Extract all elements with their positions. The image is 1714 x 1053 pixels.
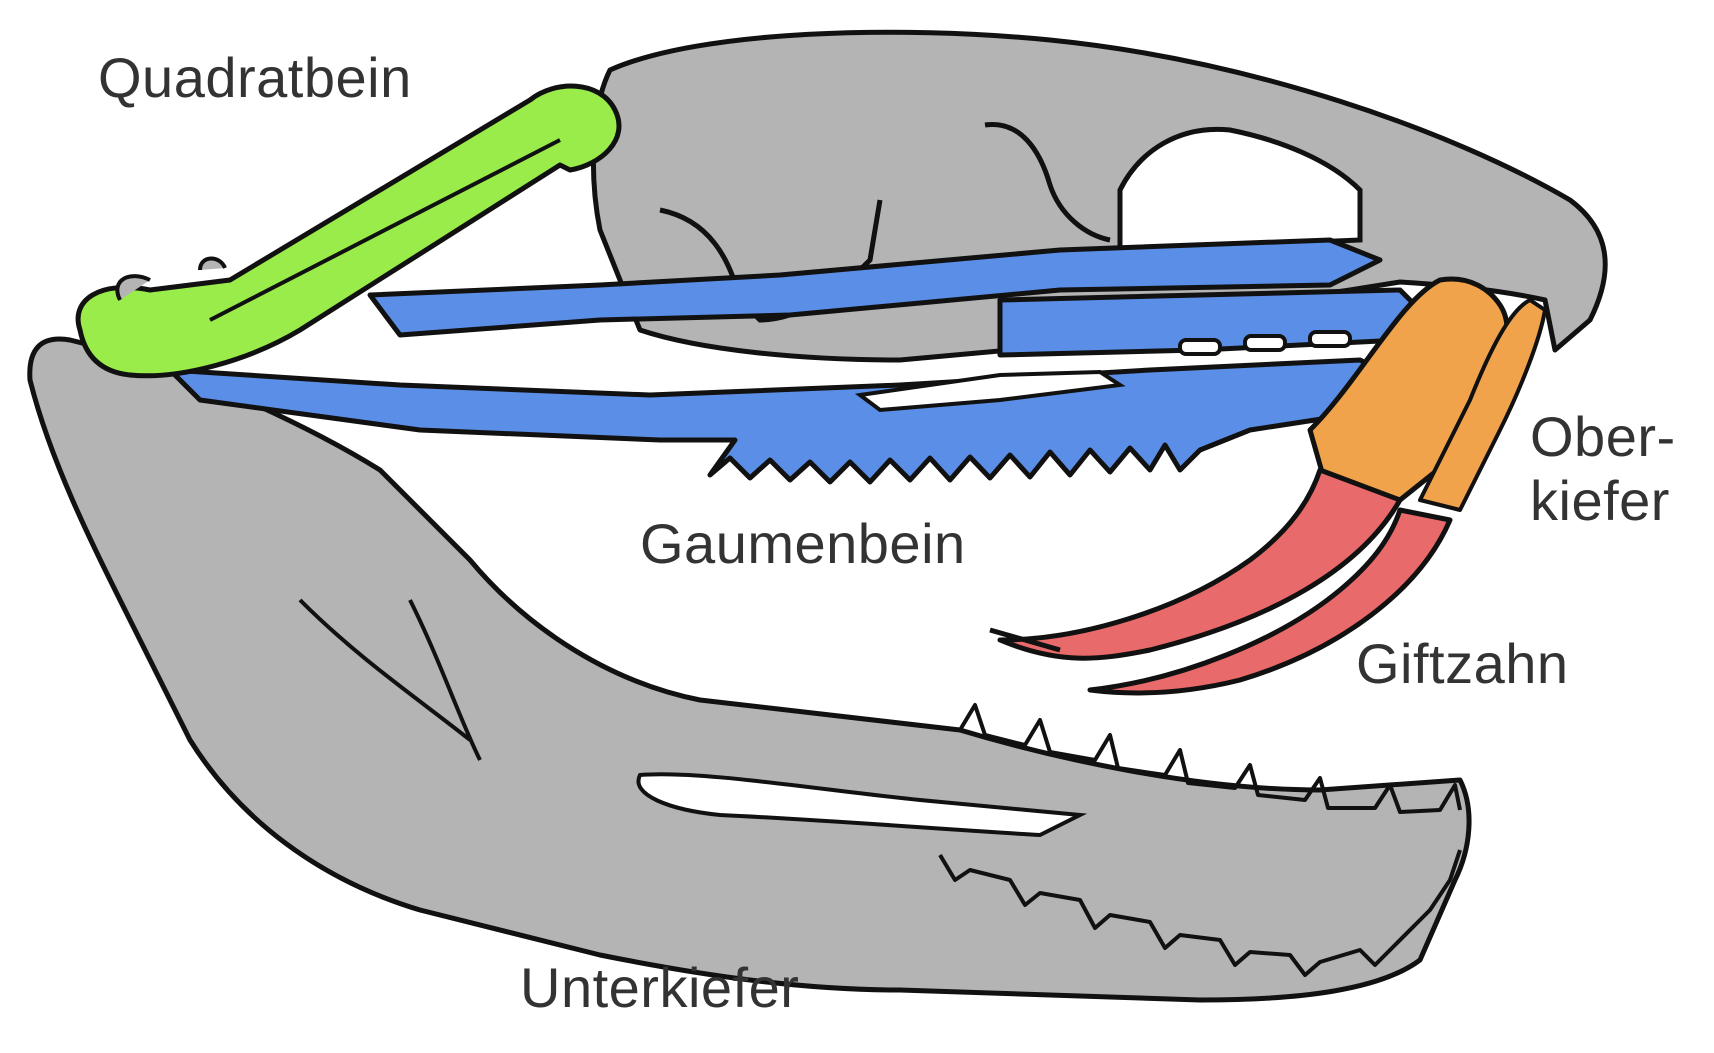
label-gaumenbein: Gaumenbein xyxy=(640,512,966,576)
label-unterkiefer: Unterkiefer xyxy=(520,956,799,1020)
quadratbein-bone xyxy=(78,86,619,376)
label-oberkiefer-line2: kiefer xyxy=(1530,469,1676,533)
label-giftzahn: Giftzahn xyxy=(1356,632,1569,696)
gaumenbein-slot-3 xyxy=(1310,332,1350,346)
label-oberkiefer: Ober- kiefer xyxy=(1530,405,1676,534)
label-quadratbein: Quadratbein xyxy=(98,46,412,110)
gaumenbein-slot-2 xyxy=(1245,336,1285,350)
label-oberkiefer-line1: Ober- xyxy=(1530,405,1676,469)
gaumenbein-slot-1 xyxy=(1180,340,1220,354)
